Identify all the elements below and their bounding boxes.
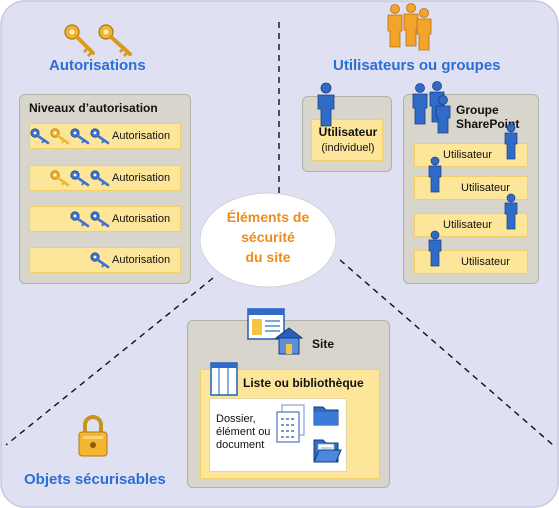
- group-title: Groupe SharePoint: [456, 103, 519, 131]
- permission-label: Autorisation: [112, 254, 171, 266]
- item-line-3: document: [216, 439, 265, 451]
- item-label: Dossier, élément ou document: [216, 413, 270, 452]
- group-users-icon: [412, 81, 451, 134]
- item-line-1: Dossier,: [216, 413, 256, 425]
- folder-icon: [313, 406, 339, 426]
- individual-user-box: Utilisateur (individuel): [311, 119, 383, 161]
- blue-key-icon: [70, 170, 90, 187]
- user-icon: [317, 82, 335, 127]
- orange-key-icon: [50, 170, 70, 187]
- people-group-icon: [387, 3, 432, 51]
- individual-user-title: Utilisateur: [318, 125, 378, 139]
- permission-row: Autorisation: [29, 206, 181, 232]
- site-label: Site: [312, 337, 335, 351]
- divider-left: [5, 277, 214, 446]
- keys-icon: [64, 24, 132, 58]
- individual-user-panel: Utilisateur (individuel): [302, 96, 392, 172]
- key-left: [64, 24, 95, 58]
- permission-keys: [70, 211, 110, 228]
- item-line-2: élément ou: [216, 426, 271, 438]
- document-icon: [276, 404, 305, 443]
- permissions-title: Autorisations: [49, 57, 146, 74]
- blue-key-icon: [70, 211, 90, 228]
- center-line-1: Éléments de: [226, 209, 310, 225]
- list-label: Liste ou bibliothèque: [243, 376, 364, 390]
- group-member-label: Utilisateur: [443, 219, 492, 231]
- users-title: Utilisateurs ou groupes: [333, 57, 501, 74]
- group-title-line1: Groupe: [456, 103, 499, 117]
- blue-key-icon: [90, 252, 110, 269]
- group-title-line2: SharePoint: [456, 117, 520, 131]
- orange-key-icon: [50, 128, 70, 145]
- blue-key-icon: [70, 128, 90, 145]
- group-member-label: Utilisateur: [461, 182, 510, 194]
- blue-key-icon: [90, 211, 110, 228]
- member-user-icon: [504, 193, 518, 230]
- open-folder-icon: [313, 439, 342, 463]
- permission-label: Autorisation: [112, 130, 171, 142]
- center-line-2: sécurité: [241, 229, 295, 245]
- divider-right: [339, 259, 554, 446]
- site-icon: [247, 308, 303, 355]
- permission-label: Autorisation: [112, 172, 171, 184]
- group-member-label: Utilisateur: [443, 149, 492, 161]
- permission-row: Autorisation: [29, 123, 181, 149]
- permission-keys: [90, 252, 110, 269]
- center-line-3: du site: [245, 249, 291, 265]
- group-member-label: Utilisateur: [461, 256, 510, 268]
- permission-keys: [50, 170, 110, 187]
- key-right: [98, 24, 132, 58]
- permission-row: Autorisation: [29, 247, 181, 273]
- securables-title: Objets sécurisables: [24, 471, 166, 488]
- permission-keys: [30, 128, 110, 145]
- permission-levels-title: Niveaux d’autorisation: [29, 101, 158, 115]
- blue-key-icon: [30, 128, 50, 145]
- padlock-icon: [78, 415, 108, 457]
- center-ellipse: [199, 192, 337, 288]
- blue-key-icon: [90, 128, 110, 145]
- member-user-icon: [428, 156, 442, 193]
- individual-user-sub: (individuel): [321, 142, 375, 154]
- list-icon: [210, 362, 238, 396]
- blue-key-icon: [90, 170, 110, 187]
- member-user-icon: [428, 230, 442, 267]
- permission-row: Autorisation: [29, 165, 181, 191]
- permission-label: Autorisation: [112, 213, 171, 225]
- member-user-icon: [504, 123, 518, 160]
- center-label: Éléments de sécurité du site: [198, 207, 338, 267]
